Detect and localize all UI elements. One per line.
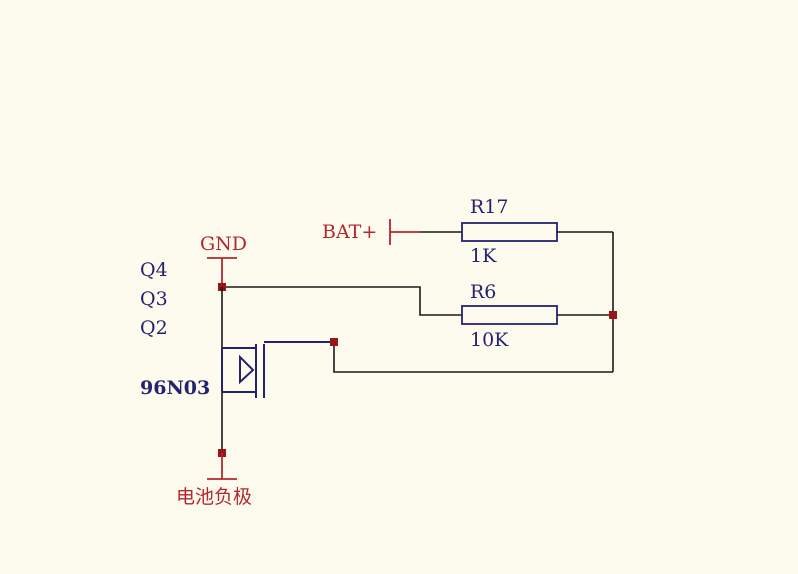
r17-designator: R17: [470, 196, 508, 218]
r6-value: 10K: [470, 329, 509, 351]
junction-right-node: [609, 311, 617, 319]
wire-gate-return: [333, 342, 613, 373]
r17-value: 1K: [470, 245, 497, 267]
resistor-r17: R17 1K: [420, 196, 613, 267]
bat-plus-label: BAT+: [322, 221, 377, 243]
junction-gate: [330, 338, 338, 346]
resistor-r6: R6 10K: [222, 281, 613, 351]
mosfet-symbol: [218, 287, 338, 457]
battery-negative-port: 电池负极: [176, 453, 252, 508]
r17-body: [461, 222, 558, 242]
mosfet-designator-q2: Q2: [140, 317, 168, 339]
mosfet-diode-arrow: [239, 354, 255, 385]
mosfet-designator-q4: Q4: [140, 259, 168, 281]
bat-plus-port: BAT+: [322, 219, 420, 245]
battery-negative-label: 电池负极: [176, 486, 252, 508]
gnd-label: GND: [200, 233, 247, 255]
gnd-port: GND: [200, 233, 247, 287]
wire-drain-to-r6: [222, 286, 462, 316]
mosfet-part-number: 96N03: [140, 377, 210, 399]
mosfet-designator-q3: Q3: [140, 288, 168, 310]
r6-designator: R6: [470, 281, 496, 303]
r6-body: [461, 305, 558, 325]
